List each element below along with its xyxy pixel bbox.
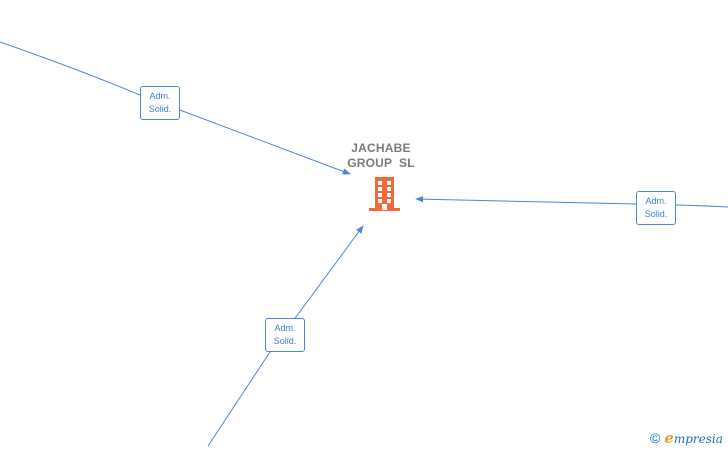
relation-label-line1: Adm. xyxy=(645,196,667,206)
company-name-line1: JACHABE xyxy=(351,141,411,155)
edge-top-left xyxy=(0,41,351,175)
relation-label-right[interactable]: Adm. Solid. xyxy=(636,191,676,225)
copyright-icon: © xyxy=(650,430,661,446)
brand-watermark: ©empresia xyxy=(650,430,723,448)
company-name[interactable]: JACHABE GROUP SL xyxy=(330,141,432,171)
company-name-line2: GROUP SL xyxy=(347,156,415,170)
brand-logo-initial: e xyxy=(664,429,674,447)
relation-label-line2: Solid. xyxy=(644,209,668,219)
relation-label-bottom-left[interactable]: Adm. Solid. xyxy=(265,318,305,352)
edge-bottom-left xyxy=(207,225,364,447)
relation-label-top-left[interactable]: Adm. Solid. xyxy=(140,86,180,120)
edge-right xyxy=(415,195,728,208)
relation-label-line1: Adm. xyxy=(149,91,171,101)
brand-logo-text: mpresia xyxy=(673,432,723,446)
relation-label-line2: Solid. xyxy=(148,104,172,114)
relation-label-line2: Solid. xyxy=(273,336,297,346)
relation-label-line1: Adm. xyxy=(274,323,296,333)
building-icon[interactable] xyxy=(368,176,401,212)
